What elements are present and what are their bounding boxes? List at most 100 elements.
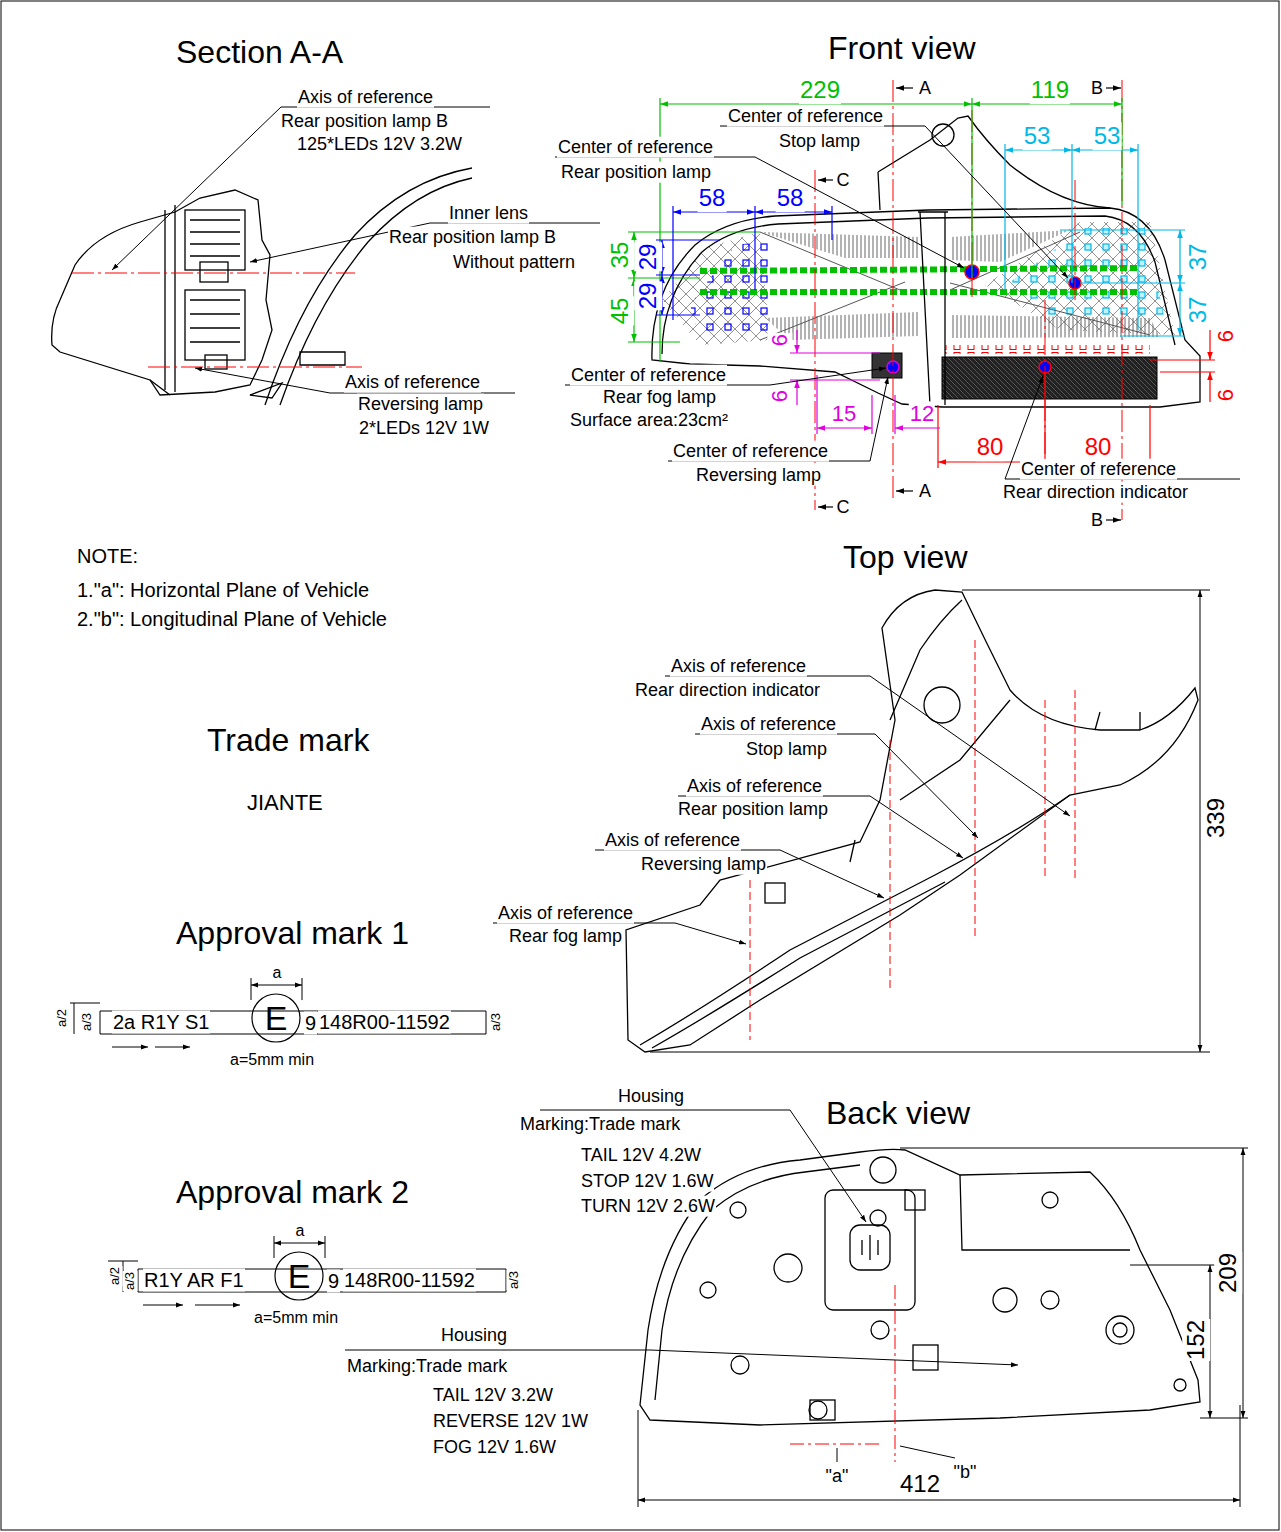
view-title: Section A-A <box>175 34 344 71</box>
annotation-text: a <box>272 964 283 982</box>
dimension-line <box>1179 283 1180 336</box>
annotation-text: STOP 12V 1.6W <box>580 1171 714 1192</box>
dimension-value: 152 <box>1182 1319 1210 1361</box>
housing-outline <box>1106 1316 1134 1344</box>
dimension-line <box>638 1148 1248 1507</box>
dimension-value: 58 <box>698 184 727 212</box>
lamp-outline <box>652 116 1200 407</box>
annotation-text: Without pattern <box>452 252 576 273</box>
section-drawing <box>250 383 282 398</box>
lamp-outline <box>662 216 1175 354</box>
lamp-outline <box>626 590 1198 1052</box>
annotation-text: Inner lens <box>448 203 529 224</box>
housing-outline <box>1113 1323 1127 1337</box>
dimension-value: 6 <box>767 333 792 347</box>
lamp-pattern <box>760 232 920 258</box>
dimension-value: 12 <box>909 401 935 426</box>
dimension-line <box>938 330 1215 468</box>
reference-axis <box>815 80 1122 520</box>
annotation-text: B <box>1090 510 1104 531</box>
annotation-text: FOG 12V 1.6W <box>432 1437 557 1458</box>
housing-outline <box>700 1282 716 1298</box>
reference-axis <box>72 273 362 367</box>
annotation-text: Stop lamp <box>778 131 861 152</box>
dimension-value: 209 <box>1214 1252 1242 1294</box>
approval-mark-frame <box>143 1305 183 1306</box>
annotation-text: a=5mm min <box>253 1309 339 1327</box>
leader-line <box>595 850 884 898</box>
annotation-text: TAIL 12V 3.2W <box>432 1385 554 1406</box>
section-arrow <box>1106 87 1121 88</box>
housing-outline <box>810 1400 835 1420</box>
section-arrow <box>896 490 913 491</box>
dimension-value: a/3 <box>489 1012 504 1032</box>
annotation-text: 1."a": Horizontal Plane of Vehicle <box>76 579 370 602</box>
lamp-outline <box>932 124 954 146</box>
lamp-pattern <box>872 353 902 378</box>
approval-letter: E <box>288 1259 311 1293</box>
leader-line <box>195 368 515 393</box>
annotation-text: Center of reference <box>557 137 714 158</box>
dimension-line <box>650 590 1210 1052</box>
dimension-line <box>796 330 797 353</box>
annotation-text: Axis of reference <box>497 903 634 924</box>
annotation-text: C <box>836 170 851 191</box>
annotation-text: Rear position lamp <box>560 162 712 183</box>
annotation-text: a=5mm min <box>229 1051 315 1069</box>
lamp-pattern <box>700 268 1140 292</box>
reference-axis <box>72 273 362 367</box>
annotation-text: 125*LEDs 12V 3.2W <box>296 134 463 155</box>
section-arrow <box>1106 519 1121 520</box>
housing-outline <box>913 1345 938 1370</box>
housing-outline <box>655 1165 1130 1400</box>
view-title: Back view <box>825 1095 971 1132</box>
view-title: Trade mark <box>206 722 370 759</box>
annotation-text: NOTE: <box>76 545 139 568</box>
lamp-outline <box>850 712 1140 862</box>
annotation-text: "b" <box>953 1462 978 1483</box>
circle-outline <box>275 1252 323 1300</box>
dimension-value: 119 <box>1030 76 1070 104</box>
dimension-value: a/3 <box>80 1012 95 1032</box>
dimension-value: a/2 <box>108 1266 123 1286</box>
annotation-text: Axis of reference <box>604 830 741 851</box>
dimension-value: 37 <box>1184 243 1212 272</box>
annotation-text: B <box>1090 78 1104 99</box>
leader-line <box>493 676 1070 944</box>
annotation-text: 148R00-11592 <box>343 1269 476 1292</box>
dimension-value: 53 <box>1023 122 1052 150</box>
section-arrow <box>896 87 913 88</box>
annotation-text: a <box>295 1222 306 1240</box>
annotation-text: Rear fog lamp <box>602 387 717 408</box>
leader-line <box>720 126 1068 278</box>
section-drawing <box>190 220 240 342</box>
dimension-line <box>790 353 895 434</box>
annotation-text: 148R00-11592 <box>318 1011 451 1034</box>
annotation-text: 2a R1Y S1 <box>112 1011 210 1034</box>
lamp-outline <box>765 883 785 903</box>
housing-outline <box>905 1190 925 1210</box>
annotation-text: Axis of reference <box>297 87 434 108</box>
dimension-line <box>790 330 940 434</box>
section-drawing <box>52 168 472 405</box>
housing-outline <box>870 1210 886 1226</box>
housing-outline <box>1042 1192 1058 1208</box>
annotation-text: Marking:Trade mark <box>519 1114 681 1135</box>
annotation-text: Rear position lamp B <box>280 111 449 132</box>
dimension-line <box>817 427 872 428</box>
annotation-text: Rear position lamp B <box>388 227 557 248</box>
section-arrow <box>818 179 833 180</box>
annotation-text: Rear position lamp <box>677 799 829 820</box>
approval-mark-frame <box>195 1305 240 1306</box>
lamp-pattern <box>942 357 1157 399</box>
dimension-line <box>938 360 1215 468</box>
view-title: Approval mark 1 <box>175 915 410 952</box>
section-arrow <box>818 88 1121 520</box>
annotation-text: 412 <box>899 1470 941 1498</box>
annotation-text: C <box>836 497 851 518</box>
dimension-value: a/2 <box>55 1008 70 1028</box>
dimension-value: 6 <box>1213 329 1238 343</box>
